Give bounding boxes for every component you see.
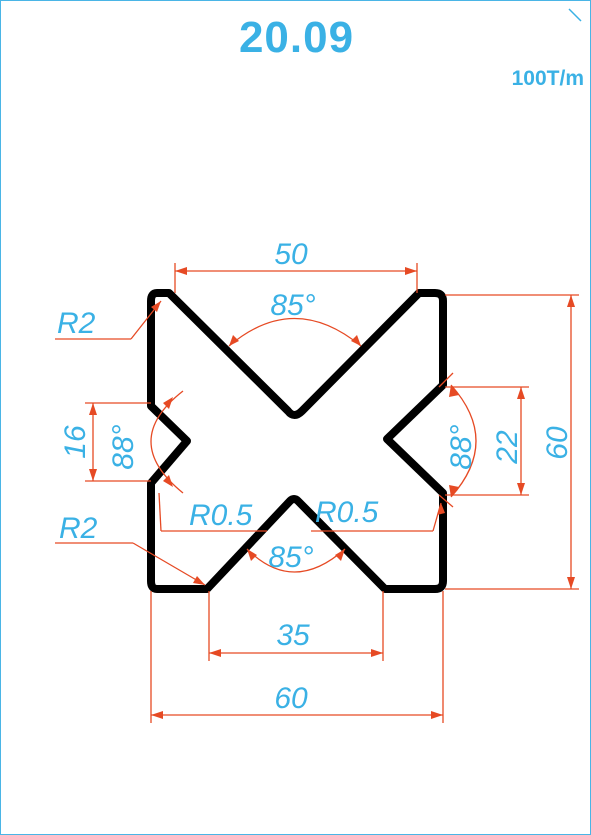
dimension-bottom-opening: 35: [208, 591, 384, 661]
dimension-bottom-angle: 85°: [246, 541, 346, 574]
dimension-radius-top-left: R2: [55, 300, 162, 340]
die-code-title: 20.09: [238, 13, 355, 62]
dimension-total-height: 60: [445, 294, 579, 590]
radius-top-left-label: R2: [57, 307, 96, 340]
corner-mark-icon: [568, 8, 582, 22]
total-height-label: 60: [541, 426, 574, 460]
dimension-side-angle-right: 88°: [438, 372, 478, 508]
dimension-radius-bottom-left: R2: [55, 512, 206, 586]
die-profile-outline: [147, 289, 447, 593]
radius-bottom-left-label: R2: [59, 512, 98, 545]
side-height-right-label: 22: [491, 430, 524, 465]
total-width-label: 60: [274, 682, 308, 715]
radius-center-right-label: R0.5: [315, 496, 379, 529]
dimension-side-height-right: 22: [445, 386, 529, 496]
dimension-center-radii: R0.5 R0.5: [158, 492, 445, 532]
top-angle-label: 85°: [270, 289, 315, 322]
dimension-top-angle: 85°: [228, 289, 362, 347]
bottom-opening-label: 35: [276, 619, 310, 652]
dimension-top-opening: 50: [174, 238, 418, 293]
side-angle-left-label: 88°: [107, 424, 140, 469]
bottom-angle-label: 85°: [268, 541, 313, 574]
radius-center-left-label: R0.5: [189, 499, 253, 532]
dimension-side-height-left: 16: [59, 402, 151, 482]
side-height-left-label: 16: [59, 425, 92, 459]
tonnage-label: 100T/m: [511, 67, 584, 90]
side-angle-right-label: 88°: [445, 424, 478, 469]
top-opening-label: 50: [274, 238, 308, 271]
dimension-total-width: 60: [150, 591, 444, 723]
dimension-side-angle-left: 88°: [107, 390, 184, 494]
